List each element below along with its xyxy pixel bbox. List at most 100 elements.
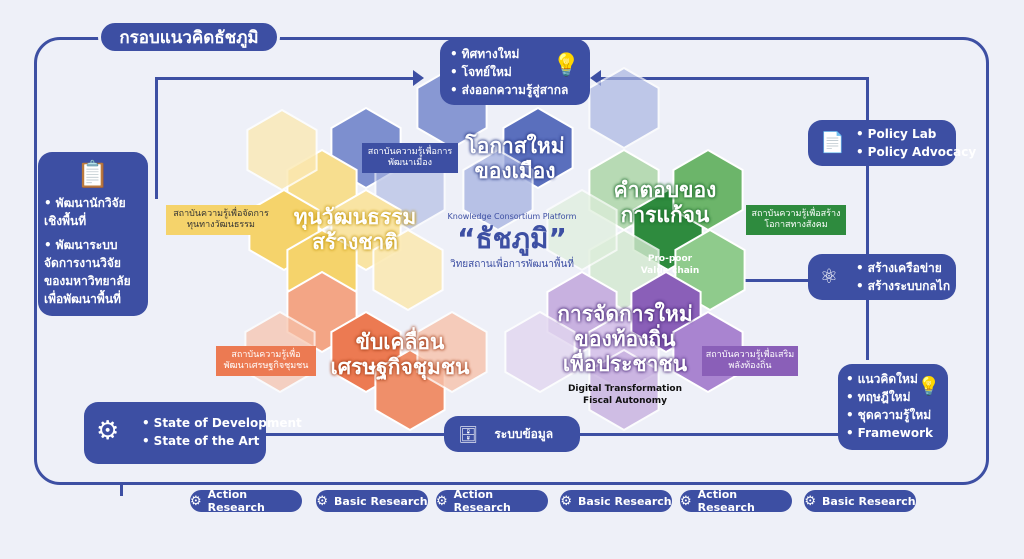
top-box: ทิศทางใหม่ โจทย์ใหม่ ส่งออกความรู้สู่สาก… [440,39,590,105]
urban-institute-label: สถาบันความรู้เพื่อการพัฒนาเมือง [362,143,458,173]
research-pill-label: Basic Research [822,494,916,508]
research-pill: ⚙ Basic Research [560,490,672,512]
research-pill-label: Action Research [697,488,755,514]
local-heading-line: การจัดการใหม่ [557,302,693,326]
urban-heading-line: โอกาสใหม่ [465,134,565,158]
top-box-item: ทิศทางใหม่ [450,45,580,63]
poverty-heading: คำตอบของ การแก้จน [610,178,720,228]
gear-icon: ⚙ [316,493,329,509]
hexagon-culture [246,108,318,192]
platform-name: “ธัชภูมิ” [457,222,567,255]
poverty-heading-line: คำตอบของ [613,178,717,202]
connector-line [250,433,445,436]
poverty-sub-line: Pro-poor [647,254,693,264]
poverty-institute-label: สถาบันความรู้เพื่อสร้างโอกาสทางสังคม [746,205,846,235]
framework-item: ทฤษฎีใหม่ [846,388,940,406]
culture-institute-label: สถาบันความรู้เพื่อจัดการทุนทางวัฒนธรรม [166,205,276,235]
connector-line [580,433,838,436]
connector-line [600,77,868,80]
research-pill: ⚙ Action Research [190,488,302,514]
hexagon-green [672,148,744,232]
platform-sub: วิทยสถานเพื่อการพัฒนาพื้นที่ [450,259,574,270]
network-icon: ⚛ [820,264,838,288]
policy-box: 📄 Policy Lab Policy Advocacy [808,120,976,166]
outer-frame [34,37,989,485]
left-box: 📋 พัฒนานักวิจัยเชิงพื้นที่ พัฒนาระบบจัดก… [38,152,148,316]
poverty-sub: Pro-poor Value chain [640,253,700,277]
connector-line [120,484,123,496]
clipboard-icon: 📋 [76,160,110,190]
gear-icon: ⚙ [436,493,448,509]
network-item: สร้างระบบกลไก [856,277,950,295]
local-heading-line: เพื่อประชาชน [562,352,688,376]
policy-item: Policy Lab [856,125,950,143]
policy-document-icon: 📄 [820,130,845,154]
poverty-sub-line: Value chain [640,266,700,276]
state-box: ⚙ State of Development State of the Art [84,402,302,464]
page-title: กรอบแนวคิดธัชภูมิ [98,20,280,54]
local-heading: การจัดการใหม่ ของท้องถิ่น เพื่อประชาชน [555,302,695,377]
economy-heading-line: เศรษฐกิจชุมชน [330,355,470,379]
connector-line [866,300,869,360]
database-icon: 🗄 [458,424,479,444]
left-box-item: พัฒนานักวิจัยเชิงพื้นที่ [44,194,142,230]
urban-heading: โอกาสใหม่ ของเมือง [460,134,570,184]
connector-line [155,77,420,80]
framework-item: แนวคิดใหม่ [846,370,940,388]
economy-institute-label: สถาบันความรู้เพื่อพัฒนาเศรษฐกิจชุมชน [216,346,316,376]
local-sub-line: Fiscal Autonomy [583,396,667,406]
connector-line [866,165,869,255]
economy-heading-line: ขับเคลื่อน [355,330,445,354]
research-pill: ⚙ Action Research [436,488,548,514]
framework-box: แนวคิดใหม่ ทฤษฎีใหม่ ชุดความรู้ใหม่ Fram… [838,364,948,450]
network-item: สร้างเครือข่าย [856,259,950,277]
connector-line [866,77,869,121]
research-pill: ⚙ Action Research [680,488,792,514]
center-platform: Knowledge Consortium Platform “ธัชภูมิ” … [436,212,588,272]
arrow-left-icon [590,70,601,86]
hexagon-urban [462,148,534,232]
connector-line [736,279,811,282]
hexagon-green [546,188,618,272]
data-system-label: ระบบข้อมูล [494,426,554,441]
poverty-heading-line: การแก้จน [620,203,710,227]
local-institute-label: สถาบันความรู้เพื่อเสริมพลังท้องถิ่น [702,346,798,376]
left-box-item: พัฒนาระบบจัดการงานวิจัยของมหาวิทยาลัยเพื… [44,236,142,308]
hexagon-culture [372,228,444,312]
arrow-right-icon [413,70,424,86]
connector-line [155,77,158,199]
local-heading-line: ของท้องถิ่น [574,327,676,351]
economy-heading: ขับเคลื่อน เศรษฐกิจชุมชน [320,330,480,380]
hexagon-orange [416,310,488,394]
policy-item: Policy Advocacy [856,143,976,161]
lightbulb-icon: 💡 [552,53,580,78]
gear-icon: ⚙ [680,493,692,509]
hexagon-urban [588,66,660,150]
platform-label: Knowledge Consortium Platform [447,212,577,221]
gear-icon: ⚙ [804,493,817,509]
gear-icon: ⚙ [560,493,573,509]
gear-search-icon: ⚙ [96,416,120,446]
culture-heading-line: ทุนวัฒนธรรม [293,205,417,229]
research-pill-label: Basic Research [578,494,672,508]
culture-heading: ทุนวัฒนธรรม สร้างชาติ [280,205,430,255]
research-pill-label: Action Research [453,488,511,514]
local-sub: Digital Transformation Fiscal Autonomy [565,383,685,407]
urban-heading-line: ของเมือง [474,159,556,183]
state-item: State of Development [142,414,302,432]
data-system-box: 🗄 ระบบข้อมูล [444,416,580,452]
local-sub-line: Digital Transformation [567,384,683,394]
research-pill: ⚙ Basic Research [316,490,428,512]
framework-item: Framework [846,424,940,442]
gear-icon: ⚙ [190,493,202,509]
network-box: ⚛ สร้างเครือข่าย สร้างระบบกลไก [808,254,956,300]
hexagon-purple [588,348,660,432]
top-box-item: โจทย์ใหม่ [450,63,580,81]
culture-heading-line: สร้างชาติ [312,230,398,254]
top-box-item: ส่งออกความรู้สู่สากล [450,81,580,99]
research-pill-label: Action Research [207,488,265,514]
framework-item: ชุดความรู้ใหม่ [846,406,940,424]
brain-bulb-icon: 💡 [917,376,940,397]
research-pill-label: Basic Research [334,494,428,508]
hexagon-purple [504,310,576,394]
